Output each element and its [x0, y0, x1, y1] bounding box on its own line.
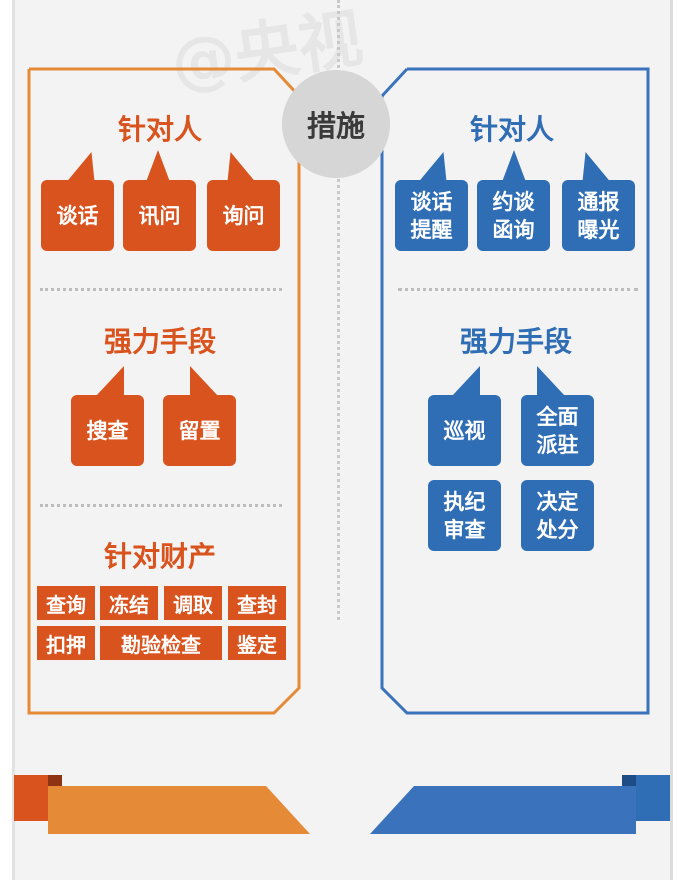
right-item-decide-punish: 决定 处分 — [521, 480, 594, 551]
left-item-detain: 留置 — [163, 395, 236, 466]
left-item-search: 搜查 — [71, 395, 144, 466]
right-item-interview-letter: 约谈 函询 — [477, 180, 550, 251]
left-heading-targeting-property: 针对财产 — [103, 540, 216, 573]
property-item-retrieve: 调取 — [164, 586, 222, 620]
right-item-full-stationing: 全面 派驻 — [521, 395, 594, 466]
callout-tail — [502, 150, 526, 182]
left-panel-border — [27, 67, 301, 715]
right-edge-divider — [670, 0, 673, 880]
property-item-seize: 扣押 — [37, 626, 95, 660]
center-dotted-line — [337, 0, 340, 620]
left-ribbon-banner — [14, 775, 310, 834]
left-separator-1 — [40, 288, 282, 291]
property-item-query: 查询 — [37, 586, 95, 620]
measures-circle: 措施 — [282, 70, 390, 178]
left-panel — [26, 66, 302, 716]
callout-tail — [146, 150, 170, 182]
left-item-talk: 谈话 — [41, 180, 114, 251]
right-heading-targeting-person: 针对人 — [469, 113, 554, 146]
property-item-appraise: 鉴定 — [228, 626, 286, 660]
property-item-freeze: 冻结 — [100, 586, 158, 620]
left-heading-strong-means: 强力手段 — [103, 325, 216, 358]
left-separator-2 — [40, 504, 282, 507]
right-item-notify-expose: 通报 曝光 — [562, 180, 635, 251]
right-item-inspection-tour: 巡视 — [428, 395, 501, 466]
left-edge-divider — [12, 0, 15, 880]
right-heading-strong-means: 强力手段 — [459, 325, 572, 358]
left-heading-targeting-person: 针对人 — [117, 113, 202, 146]
right-item-discipline-review: 执纪 审查 — [428, 480, 501, 551]
left-item-interrogate: 讯问 — [123, 180, 196, 251]
right-separator-1 — [398, 288, 638, 291]
property-item-seal: 查封 — [228, 586, 286, 620]
property-item-inspect: 勘验检查 — [100, 626, 222, 660]
left-item-inquire: 询问 — [207, 180, 280, 251]
right-ribbon-banner — [370, 775, 670, 834]
right-item-talk-remind: 谈话 提醒 — [395, 180, 468, 251]
